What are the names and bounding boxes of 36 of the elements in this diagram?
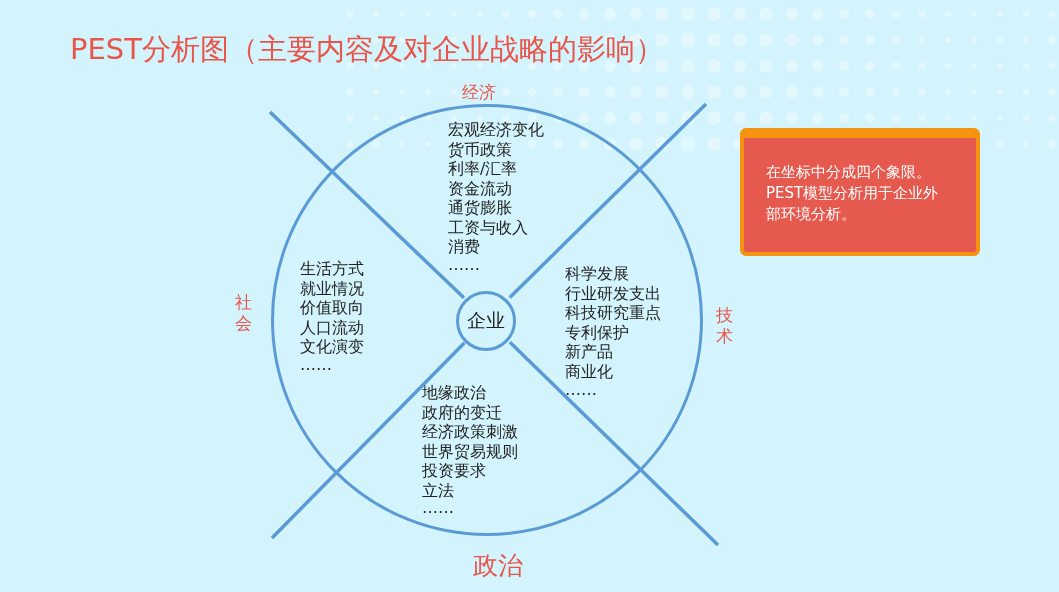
list-item: 世界贸易规则 bbox=[422, 441, 518, 461]
list-item: 生活方式 bbox=[300, 259, 364, 279]
list-item: 工资与收入 bbox=[448, 217, 528, 237]
list-item: 立法 bbox=[422, 480, 454, 500]
center-circle: 企业 bbox=[456, 291, 516, 351]
list-item: 文化演变 bbox=[300, 337, 364, 357]
list-item: …… bbox=[422, 498, 454, 518]
list-item: 价值取向 bbox=[300, 298, 364, 318]
note-box: 在坐标中分成四个象限。PEST模型分析用于企业外部环境分析。 bbox=[740, 128, 980, 256]
list-item: 人口流动 bbox=[300, 317, 364, 337]
quadrant-heading: 政治 bbox=[473, 550, 523, 582]
list-item: 行业研发支出 bbox=[565, 283, 661, 303]
list-item: 新产品 bbox=[565, 342, 613, 362]
list-item: 消费 bbox=[448, 237, 480, 257]
title: PEST分析图（主要内容及对企业战略的影响） bbox=[70, 31, 664, 68]
list-item: …… bbox=[300, 355, 332, 375]
quadrant-heading: 经济 bbox=[462, 81, 496, 104]
list-item: 地缘政治 bbox=[422, 383, 486, 403]
list-item: 政府的变迁 bbox=[422, 402, 502, 422]
list-item: 宏观经济变化 bbox=[448, 120, 544, 140]
list-item: 专利保护 bbox=[565, 322, 629, 342]
quadrant-heading: 技术 bbox=[716, 305, 734, 347]
list-item: 投资要求 bbox=[422, 461, 486, 481]
list-item: …… bbox=[565, 380, 597, 400]
list-item: 就业情况 bbox=[300, 278, 364, 298]
list-item: 科学发展 bbox=[565, 264, 629, 284]
list-item: …… bbox=[448, 255, 480, 275]
list-item: 货币政策 bbox=[448, 139, 512, 159]
outer-circle bbox=[271, 104, 703, 536]
list-item: 经济政策刺激 bbox=[422, 422, 518, 442]
list-item: 利率/汇率 bbox=[448, 159, 518, 179]
list-item: 科技研究重点 bbox=[565, 303, 661, 323]
list-item: 通货膨胀 bbox=[448, 198, 512, 218]
list-item: 资金流动 bbox=[448, 178, 512, 198]
list-item: 商业化 bbox=[565, 361, 613, 381]
quadrant-heading: 社会 bbox=[235, 292, 253, 334]
